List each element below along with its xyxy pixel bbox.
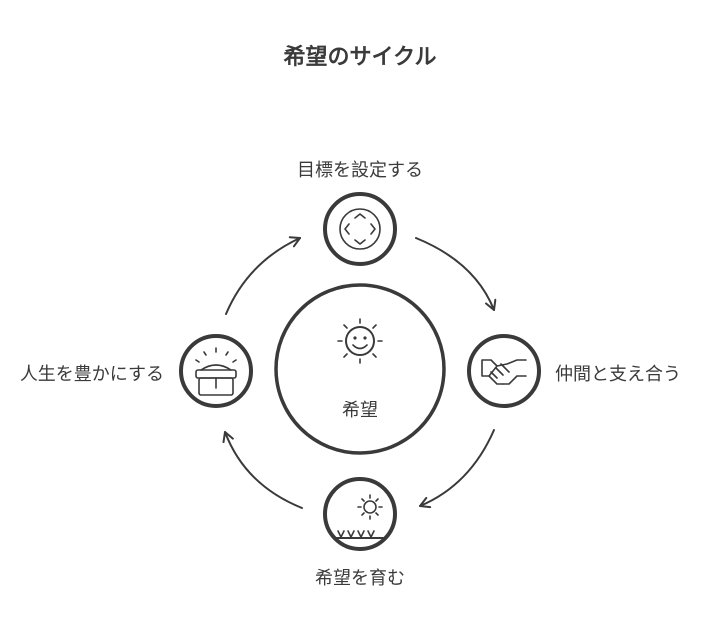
step-node-set-goals: 目標を設定する — [297, 160, 423, 266]
step-label-bottom: 希望を育む — [315, 568, 405, 589]
step-label-left: 人生を豊かにする — [20, 364, 164, 385]
treasure-chest-icon — [195, 347, 237, 396]
arrow-left-to-top — [225, 236, 301, 315]
arrow-top-to-right — [415, 237, 497, 311]
arrow-bottom-to-left — [222, 431, 303, 509]
step-label-right: 仲間と支え合う — [555, 364, 681, 385]
center-hope-node: 希望 — [274, 283, 446, 455]
center-circle — [274, 283, 446, 455]
arrow-right-to-bottom — [419, 429, 495, 509]
target-frame-icon — [339, 208, 381, 250]
step-circle-top — [323, 192, 397, 266]
step-node-support: 仲間と支え合う — [467, 334, 681, 408]
sun-over-grass-icon — [335, 494, 385, 539]
center-label: 希望 — [342, 400, 378, 421]
handshake-icon — [481, 359, 527, 385]
step-label-top: 目標を設定する — [297, 160, 423, 181]
smiling-sun-icon — [337, 318, 383, 364]
step-node-nurture-hope: 希望を育む — [315, 477, 405, 589]
step-circle-bottom — [323, 477, 397, 551]
page-title: 希望のサイクル — [284, 44, 437, 70]
step-circle-right — [467, 334, 541, 408]
step-node-enrich-life: 人生を豊かにする — [20, 334, 253, 408]
